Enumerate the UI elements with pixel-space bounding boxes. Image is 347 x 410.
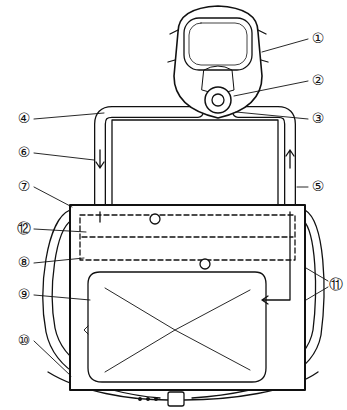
callout-number: ⑪ (329, 277, 343, 291)
callout-number: ⑤ (312, 179, 325, 193)
callout-number: ⑦ (18, 179, 31, 193)
callout-number: ⑥ (18, 145, 31, 159)
callout-number: ⑫ (17, 221, 31, 235)
hose-inlet (99, 212, 100, 222)
callout-number: ④ (18, 111, 31, 125)
canister-housing (70, 205, 305, 390)
valve-port (150, 214, 160, 224)
callout-number: ⑩ (18, 333, 31, 347)
valve-port (200, 259, 210, 269)
callout-number: ② (312, 73, 325, 87)
callout-number: ⑨ (18, 287, 31, 301)
back-plate (112, 120, 278, 208)
breathing-hose (96, 112, 294, 212)
cartridge-divider (82, 236, 293, 237)
breathing-bag (84, 272, 266, 382)
face-mask (168, 6, 268, 118)
callout-number: ⑧ (18, 255, 31, 269)
callout-number: ① (312, 31, 325, 45)
leader-line (34, 39, 328, 376)
absorbent-cartridge (80, 215, 295, 260)
callout-number: ③ (312, 111, 325, 125)
